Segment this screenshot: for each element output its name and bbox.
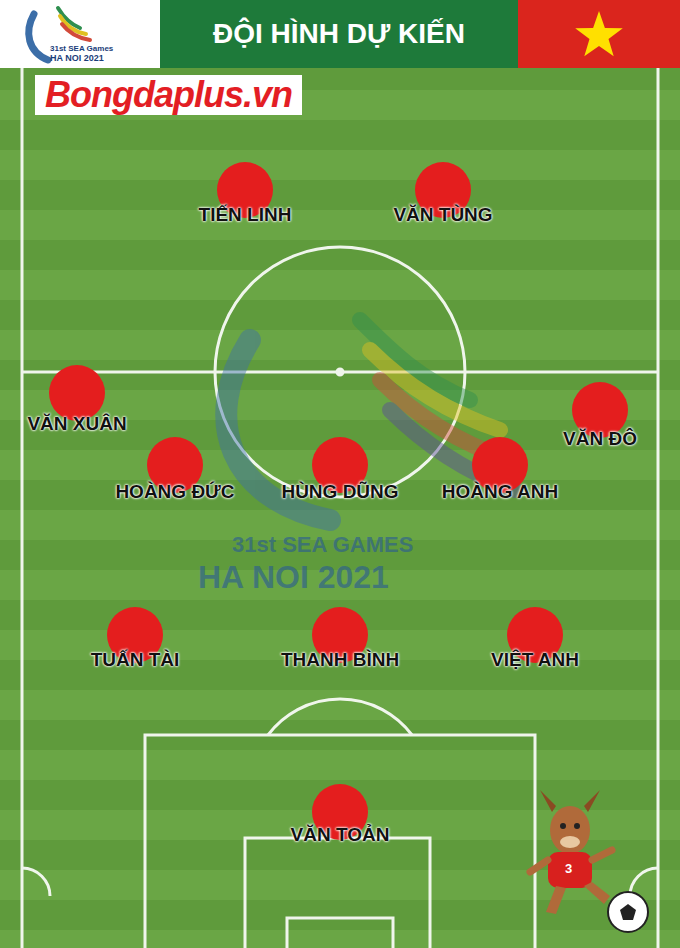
- player-marker: HOÀNG ANH: [438, 437, 562, 503]
- player-name: VIỆT ANH: [487, 649, 583, 671]
- player-marker: VĂN TÙNG: [390, 162, 497, 226]
- player-name: HÙNG DŨNG: [278, 481, 403, 503]
- shirt-number: 3: [565, 862, 572, 876]
- player-name: HOÀNG ANH: [438, 481, 562, 503]
- flag-star: [575, 11, 623, 56]
- player-marker: HOÀNG ĐỨC: [112, 437, 239, 503]
- player-marker: HÙNG DŨNG: [278, 437, 403, 503]
- player-name: THANH BÌNH: [277, 649, 403, 671]
- player-dot: [49, 365, 105, 421]
- player-name: TUẤN TÀI: [87, 649, 184, 671]
- player-name: VĂN ĐÔ: [559, 428, 641, 450]
- player-dot-fill: [49, 365, 105, 421]
- player-marker: THANH BÌNH: [277, 607, 403, 671]
- watermark-text: 31st SEA GAMES: [232, 533, 413, 557]
- player-marker: VIỆT ANH: [487, 607, 583, 671]
- diagram-title: ĐỘI HÌNH DỰ KIẾN: [160, 0, 518, 68]
- pitch-lines: [22, 68, 658, 948]
- player-name: VĂN TÙNG: [390, 204, 497, 226]
- player-name: VĂN TOẢN: [287, 824, 394, 846]
- logo-text: 31st SEA Games: [50, 44, 113, 53]
- player-marker: TIẾN LINH: [195, 162, 296, 226]
- player-name: TIẾN LINH: [195, 204, 296, 226]
- watermark-text: HA NOI 2021: [198, 560, 389, 594]
- logo-text: HA NOI 2021: [50, 53, 104, 63]
- site-brand: Bongdaplus.vn: [35, 75, 302, 115]
- title-band: [160, 0, 518, 68]
- player-marker: TUẤN TÀI: [87, 607, 184, 671]
- header-bar: [0, 0, 680, 68]
- player-name: VĂN XUÂN: [24, 413, 131, 435]
- vietnam-flag: [518, 0, 680, 68]
- player-marker: VĂN ĐÔ: [559, 382, 641, 450]
- player-marker: VĂN XUÂN: [24, 365, 131, 435]
- mascot: [530, 790, 648, 932]
- player-name: HOÀNG ĐỨC: [112, 481, 239, 503]
- player-marker: VĂN TOẢN: [287, 784, 394, 846]
